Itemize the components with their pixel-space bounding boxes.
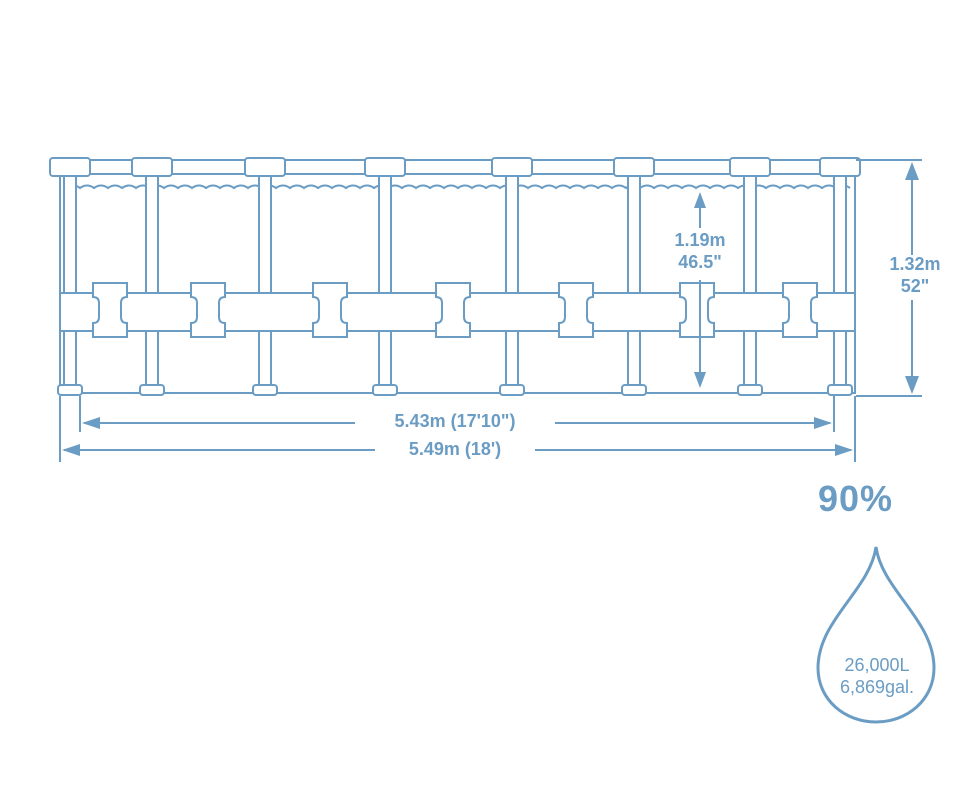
- arrowhead: [694, 372, 706, 388]
- belt-connector: [435, 282, 471, 338]
- post-foot: [57, 384, 83, 396]
- belt-connector: [92, 282, 128, 338]
- volume-gallons: 6,869gal.: [839, 677, 915, 697]
- belt-connector: [312, 282, 348, 338]
- arrowhead: [82, 417, 100, 429]
- frame-post: [833, 175, 847, 391]
- frame-post: [63, 175, 77, 391]
- post-foot: [827, 384, 853, 396]
- top-joint: [729, 157, 771, 177]
- volume-liters: 26,000L: [844, 655, 910, 675]
- frame-post: [378, 175, 392, 391]
- frame-post: [627, 175, 641, 391]
- inner-height-metric: 1.19m: [674, 230, 726, 250]
- top-joint: [819, 157, 861, 177]
- arrowhead: [905, 376, 919, 394]
- inner-height-imperial: 46.5": [678, 252, 722, 272]
- outer-height-label: 1.32m 52": [870, 253, 960, 297]
- arrowhead: [62, 444, 80, 456]
- water-drop-icon: [816, 546, 936, 724]
- post-foot: [499, 384, 525, 396]
- belt-connector: [190, 282, 226, 338]
- frame-post: [743, 175, 757, 391]
- water-volume-label: 26,000L 6,869gal.: [812, 654, 942, 698]
- top-joint: [613, 157, 655, 177]
- top-joint: [131, 157, 173, 177]
- inner-width-label: 5.43m (17'10"): [355, 410, 555, 432]
- inner-height-label: 1.19m 46.5": [655, 229, 745, 273]
- outer-height-metric: 1.32m: [889, 254, 941, 274]
- fill-percentage: 90%: [818, 478, 894, 519]
- belt-connector: [558, 282, 594, 338]
- post-foot: [139, 384, 165, 396]
- top-joint: [364, 157, 406, 177]
- frame-post: [258, 175, 272, 391]
- outer-width-label: 5.49m (18'): [375, 438, 535, 460]
- top-joint: [491, 157, 533, 177]
- post-foot: [621, 384, 647, 396]
- belt-connector: [782, 282, 818, 338]
- outer-height-imperial: 52": [900, 276, 930, 296]
- water-line: [65, 184, 851, 190]
- post-foot: [737, 384, 763, 396]
- frame-post: [145, 175, 159, 391]
- post-foot: [252, 384, 278, 396]
- post-foot: [372, 384, 398, 396]
- frame-post: [505, 175, 519, 391]
- arrowhead: [814, 417, 832, 429]
- arrowhead: [835, 444, 853, 456]
- arrowhead: [694, 192, 706, 208]
- top-joint: [244, 157, 286, 177]
- belt-connector: [679, 282, 715, 338]
- arrowhead: [905, 162, 919, 180]
- pool-wall: [59, 167, 856, 394]
- top-joint: [49, 157, 91, 177]
